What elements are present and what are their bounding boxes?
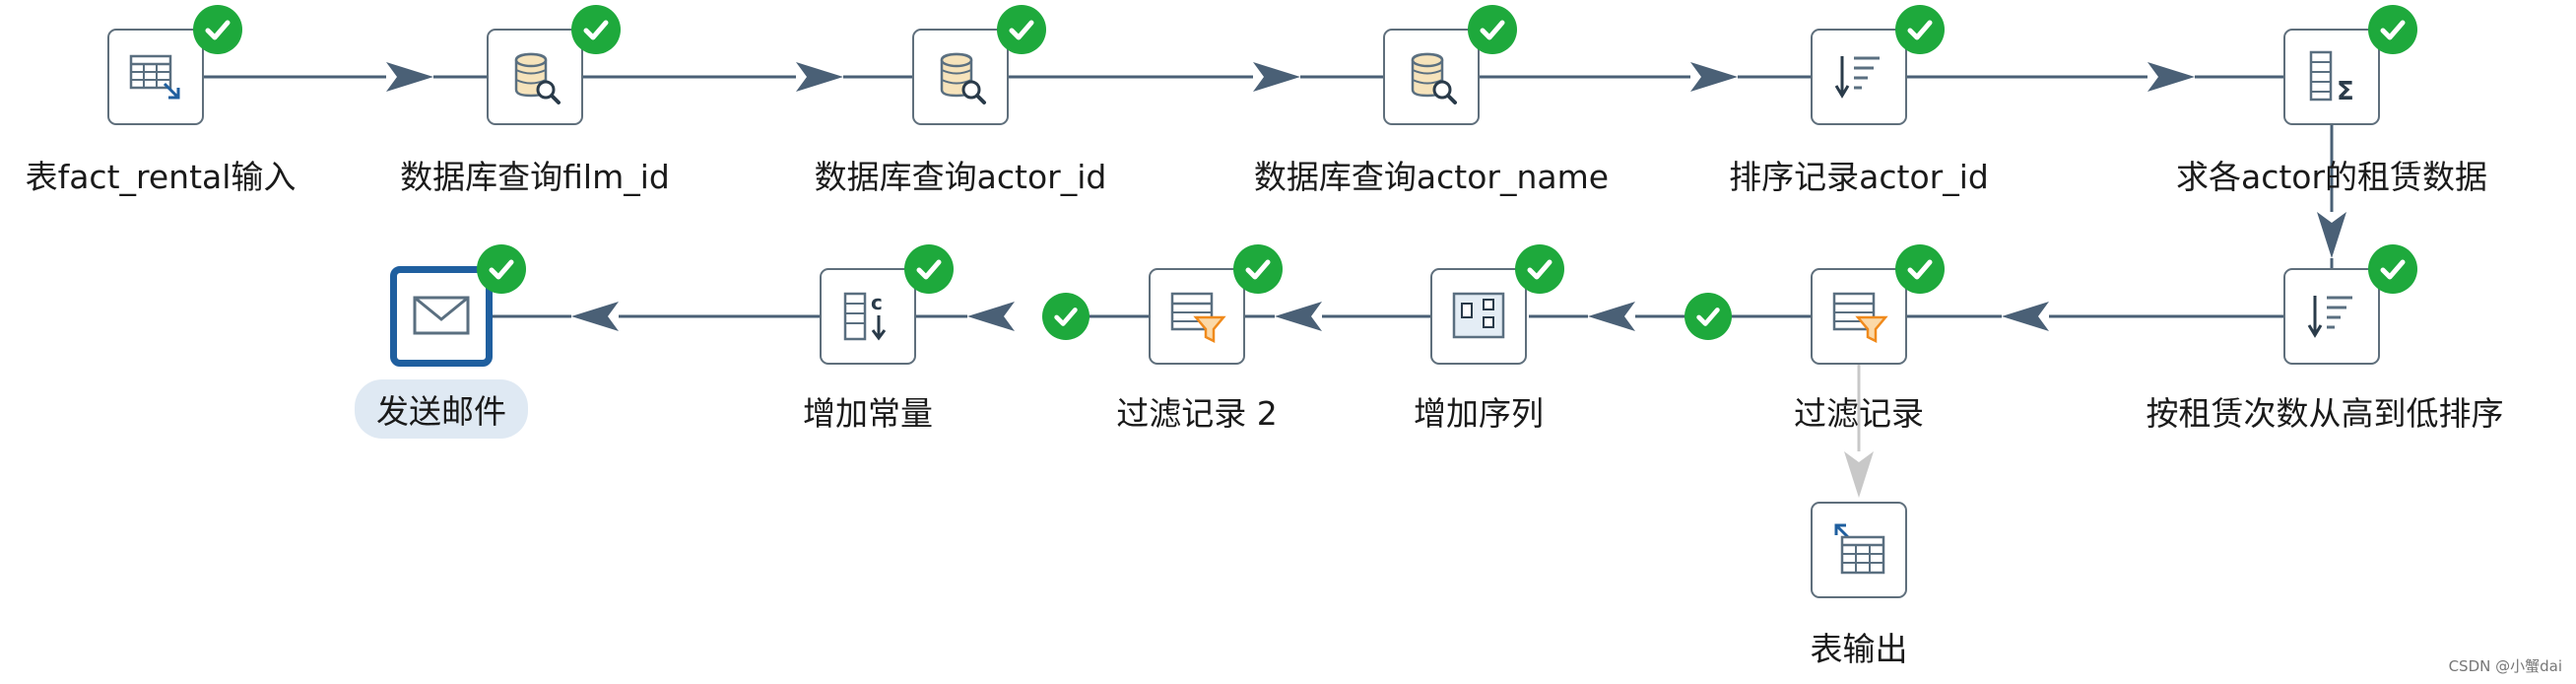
step-table-input[interactable]: [107, 29, 204, 125]
step-label: 求各actor的租赁数据: [2175, 158, 2488, 196]
hop-success-check-icon: [1042, 293, 1090, 340]
sort-rows-icon: [2307, 296, 2352, 338]
step-success-check-icon: [1895, 244, 1945, 294]
step-lookup-actor-id[interactable]: [912, 29, 1009, 125]
hop-add-constant-to-send-mail[interactable]: [493, 302, 820, 331]
step-success-check-icon: [1515, 244, 1564, 294]
hop-lookup-actor-to-lookup-actor-name[interactable]: [1009, 62, 1383, 92]
database-lookup-icon: [1411, 52, 1457, 104]
step-add-sequence[interactable]: [1430, 268, 1527, 365]
step-label: 表输出: [1810, 630, 1908, 668]
step-label: 过滤记录: [1794, 394, 1924, 433]
hop-add-sequence-to-filter2[interactable]: [1245, 302, 1430, 331]
svg-text:c: c: [871, 291, 883, 314]
step-sort-actor-id[interactable]: [1811, 29, 1907, 125]
step-success-check-icon: [1233, 244, 1283, 294]
filter-rows-icon: [1170, 292, 1226, 344]
step-label: 排序记录actor_id: [1729, 158, 1989, 196]
step-label: 增加序列: [1414, 394, 1544, 433]
step-success-check-icon: [2368, 244, 2417, 294]
step-success-check-icon: [997, 5, 1046, 54]
filter-rows-icon: [1832, 292, 1888, 344]
add-sequence-icon: [1452, 292, 1505, 339]
hop-filter2-to-add-constant[interactable]: [916, 302, 1149, 331]
table-output-icon: [1834, 523, 1885, 575]
step-label: 增加常量: [803, 394, 933, 433]
step-label-selected: 发送邮件: [355, 379, 528, 439]
step-success-check-icon: [2368, 5, 2417, 54]
step-success-check-icon: [571, 5, 621, 54]
step-label: 按租赁次数从高到低排序: [2146, 394, 2504, 433]
hop-lookup-film-to-lookup-actor[interactable]: [583, 62, 912, 92]
step-success-check-icon: [1895, 5, 1945, 54]
step-lookup-film-id[interactable]: [487, 29, 583, 125]
step-filter-rows[interactable]: [1811, 268, 1907, 365]
database-lookup-icon: [514, 52, 561, 104]
hop-filter-to-add-sequence[interactable]: [1529, 302, 1811, 331]
database-lookup-icon: [940, 52, 986, 104]
step-label: 数据库查询actor_id: [814, 158, 1107, 196]
step-success-check-icon: [1468, 5, 1517, 54]
step-add-constant[interactable]: c: [820, 268, 916, 365]
watermark: CSDN @小蟹dai: [2448, 657, 2562, 675]
step-label: 过滤记录 2: [1116, 394, 1278, 433]
group-by-sum-icon: Σ: [2309, 50, 2354, 106]
hop-lookup-actor-name-to-sort[interactable]: [1480, 62, 1811, 92]
add-constants-icon: c: [843, 291, 887, 341]
step-filter-rows-2[interactable]: [1149, 268, 1245, 365]
table-input-icon: [129, 54, 180, 100]
mail-icon: [413, 296, 470, 335]
step-sort-desc[interactable]: [2283, 268, 2380, 365]
hop-success-check-icon: [1684, 293, 1732, 340]
hop-sort-to-group-by[interactable]: [1907, 62, 2283, 92]
step-send-mail[interactable]: [390, 266, 493, 367]
step-success-check-icon: [904, 244, 954, 294]
hop-group-by-to-sort-desc[interactable]: [2317, 125, 2346, 268]
hop-filter-to-table-output-disabled[interactable]: [1844, 365, 1874, 498]
step-label: 数据库查询film_id: [400, 158, 670, 196]
step-success-check-icon: [193, 5, 242, 54]
step-lookup-actor-name[interactable]: [1383, 29, 1480, 125]
step-group-by[interactable]: Σ: [2283, 29, 2380, 125]
step-success-check-icon: [477, 244, 526, 294]
svg-text:Σ: Σ: [2337, 77, 2354, 106]
step-label: 表fact_rental输入: [25, 158, 297, 196]
hop-sort-desc-to-filter[interactable]: [1907, 302, 2283, 331]
step-label: 数据库查询actor_name: [1253, 158, 1610, 196]
step-table-output[interactable]: [1811, 502, 1907, 598]
hop-table-input-to-lookup-film[interactable]: [156, 62, 487, 92]
sort-rows-icon: [1834, 56, 1880, 99]
